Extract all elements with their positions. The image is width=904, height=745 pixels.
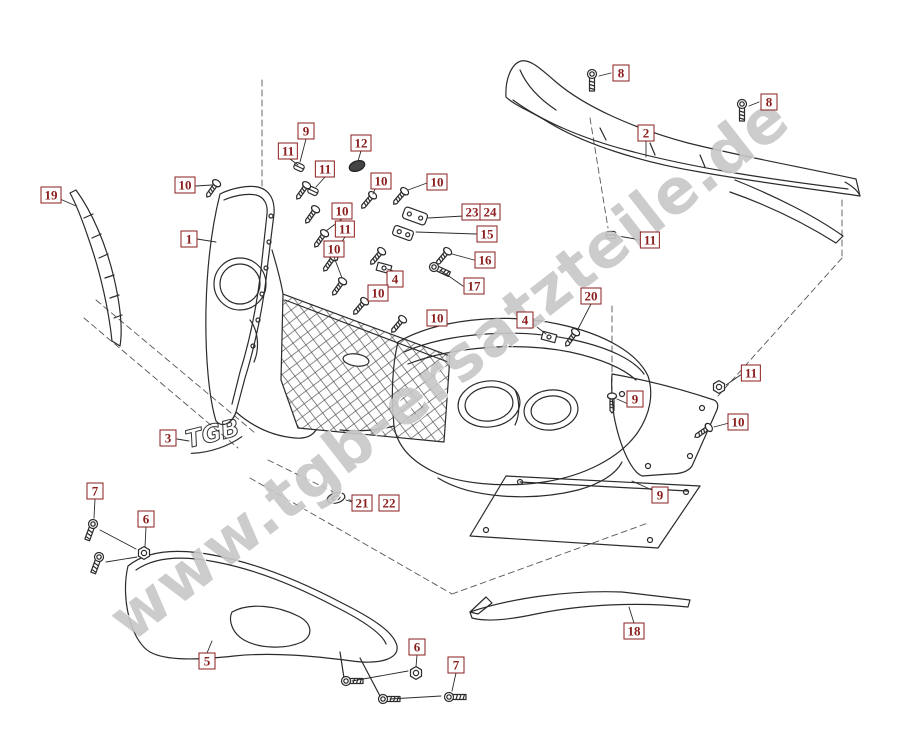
lower-bumper-assembly	[339, 317, 652, 498]
part-label-11: 11	[639, 231, 661, 249]
part-label-10: 10	[426, 309, 448, 327]
part-label-15: 15	[476, 225, 498, 243]
part-label-8: 8	[760, 93, 778, 111]
part-label-10: 10	[323, 240, 345, 258]
panel-upper-right	[611, 373, 719, 477]
part-label-6: 6	[137, 510, 155, 528]
part-2-top-grille	[505, 60, 861, 244]
bracket-23-24	[401, 206, 429, 226]
part-label-6: 6	[408, 638, 426, 656]
part-label-10: 10	[367, 284, 389, 302]
part-label-8: 8	[612, 64, 630, 82]
fasteners	[82, 68, 748, 705]
part-label-11: 11	[334, 220, 356, 238]
part-label-19: 19	[40, 186, 62, 204]
part-label-9: 9	[297, 122, 315, 140]
part-label-4: 4	[516, 311, 534, 329]
part-label-18: 18	[623, 622, 645, 640]
part-label-16: 16	[474, 251, 496, 269]
part-label-7: 7	[86, 482, 104, 500]
part-label-2: 2	[637, 124, 655, 142]
part-5-skid-plate	[124, 550, 398, 697]
part-label-1: 1	[180, 230, 198, 248]
part-label-9: 9	[651, 486, 669, 504]
part-label-10: 10	[727, 413, 749, 431]
part-label-5: 5	[198, 652, 216, 670]
part-label-24: 24	[479, 203, 501, 221]
bracket-15	[391, 224, 415, 242]
part-12-cap	[348, 159, 366, 173]
part-label-10: 10	[370, 172, 392, 190]
part-label-11: 11	[277, 142, 299, 160]
headlight-right	[523, 389, 579, 431]
part-label-4: 4	[386, 270, 404, 288]
part-label-11: 11	[740, 364, 762, 382]
part-label-20: 20	[580, 287, 602, 305]
part-label-10: 10	[331, 202, 353, 220]
part-19-trim-strip	[69, 189, 123, 347]
part-label-12: 12	[350, 134, 372, 152]
part-label-11: 11	[314, 160, 336, 178]
part-4-bracket-b	[540, 330, 558, 344]
part-1-bumper-frame	[205, 185, 317, 439]
part-label-3: 3	[159, 429, 177, 447]
leader-lines	[59, 72, 760, 692]
part-label-7: 7	[447, 656, 465, 674]
part-21-22-grommet	[326, 492, 346, 504]
part-label-10: 10	[174, 176, 196, 194]
part-label-10: 10	[426, 173, 448, 191]
dashed-guide-lines	[83, 79, 843, 595]
part-label-17: 17	[463, 277, 485, 295]
part-label-21: 21	[351, 494, 373, 512]
part-label-22: 22	[378, 494, 400, 512]
headlight-left	[457, 380, 521, 428]
part-label-9: 9	[626, 390, 644, 408]
part-18-trim-strip	[469, 591, 691, 621]
